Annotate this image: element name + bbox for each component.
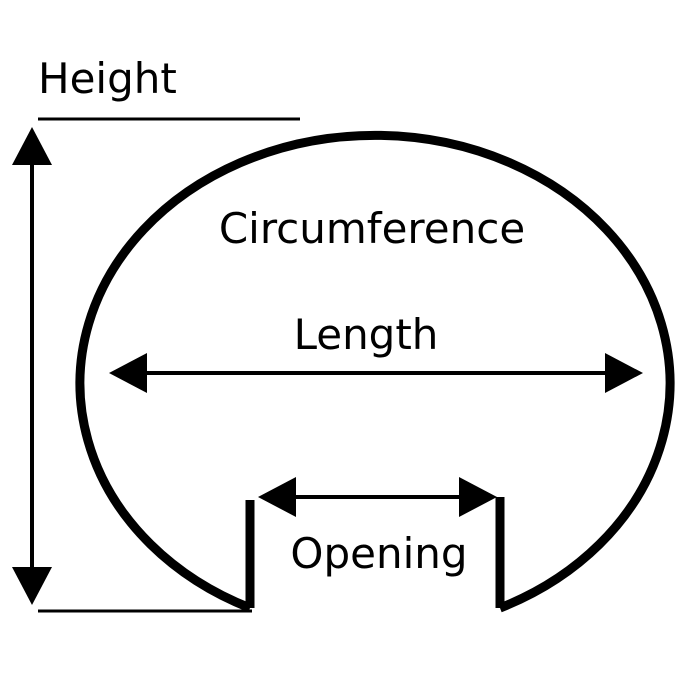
ring-outline <box>75 130 675 613</box>
opening-label: Opening <box>290 529 467 578</box>
opening-dimension <box>258 477 497 517</box>
length-arrow-right-head <box>605 353 643 393</box>
length-dimension <box>109 353 643 393</box>
height-arrow-down-head <box>12 567 52 605</box>
height-arrow-up-head <box>12 127 52 165</box>
length-arrow-left-head <box>109 353 147 393</box>
opening-arrow-left-head <box>258 477 296 517</box>
length-label: Length <box>294 310 439 359</box>
opening-arrow-right-head <box>459 477 497 517</box>
height-label: Height <box>38 54 177 103</box>
height-dimension <box>12 117 300 613</box>
circumference-label: Circumference <box>219 204 525 253</box>
